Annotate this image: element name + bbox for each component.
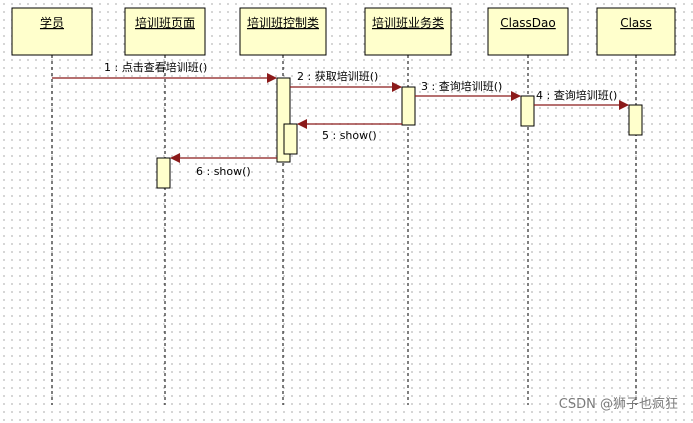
activation-bar — [283, 123, 298, 155]
activation-bar — [520, 95, 535, 127]
object-label: Class — [620, 16, 652, 30]
object-label: ClassDao — [500, 16, 556, 30]
object-label: 培训班页面 — [135, 15, 195, 30]
object-label: 培训班控制类 — [247, 15, 319, 30]
object-box-o5: ClassDao — [487, 7, 569, 56]
object-box-o3: 培训班控制类 — [239, 7, 327, 56]
object-label: 学员 — [40, 15, 64, 30]
object-label: 培训班业务类 — [372, 15, 444, 30]
message-label-4: 4 : 查询培训班() — [536, 88, 617, 102]
activation-bar — [401, 86, 416, 126]
activation-bar — [156, 157, 171, 189]
object-box-o6: Class — [596, 7, 676, 56]
message-label-3: 3 : 查询培训班() — [421, 79, 502, 93]
activation-bar — [628, 104, 643, 136]
object-box-o2: 培训班页面 — [124, 7, 206, 56]
object-box-o4: 培训班业务类 — [364, 7, 452, 56]
watermark: CSDN @狮子也疯狂 — [559, 396, 678, 412]
message-label-2: 2 : 获取培训班() — [297, 69, 378, 83]
object-box-o1: 学员 — [11, 7, 93, 56]
message-label-1: 1 : 点击查看培训班() — [104, 60, 207, 74]
message-label-5: 5 : show() — [322, 129, 377, 142]
message-label-6: 6 : show() — [196, 165, 251, 178]
